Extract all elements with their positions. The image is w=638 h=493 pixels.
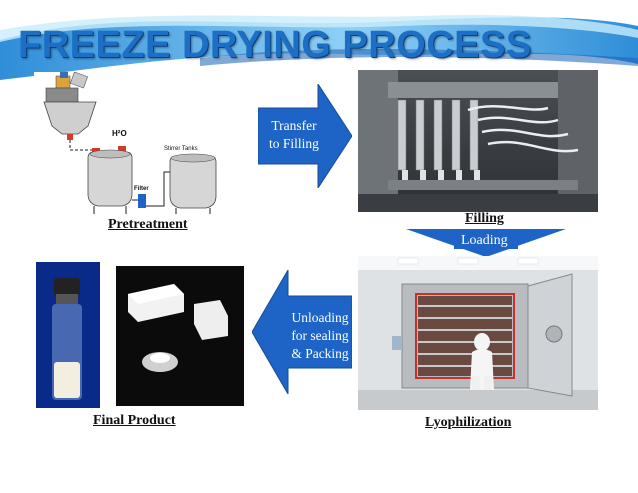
stirrer-tanks-label: Stirrer Tanks [164, 146, 198, 152]
transfer-arrow-line2: to Filling [269, 136, 319, 151]
pretreatment-diagram: H²O Filter Stirrer Tanks [34, 72, 246, 214]
transfer-arrow-line1: Transfer [271, 118, 317, 133]
filling-caption: Filling [465, 211, 504, 226]
final-product-photo [34, 258, 246, 410]
water-label: H²O [112, 129, 127, 138]
unloading-arrow-line3: & Packing [291, 346, 349, 361]
filling-photo [358, 70, 598, 212]
unloading-arrow: Unloading for sealing & Packing [252, 270, 352, 394]
unloading-arrow-line1: Unloading [292, 310, 349, 325]
filter-label: Filter [134, 186, 149, 192]
unloading-arrow-line2: for sealing [291, 328, 349, 343]
lyophilization-photo [358, 256, 598, 410]
header-band [0, 14, 638, 80]
loading-arrow-label: Loading [461, 233, 508, 248]
transfer-arrow: Transfer to Filling [258, 84, 352, 188]
slide-title: FREEZE DRYING PROCESS [18, 24, 532, 66]
final-product-caption: Final Product [93, 413, 176, 428]
loading-arrow [406, 229, 566, 257]
pretreatment-caption: Pretreatment [108, 217, 188, 232]
lyophilization-caption: Lyophilization [425, 415, 512, 430]
